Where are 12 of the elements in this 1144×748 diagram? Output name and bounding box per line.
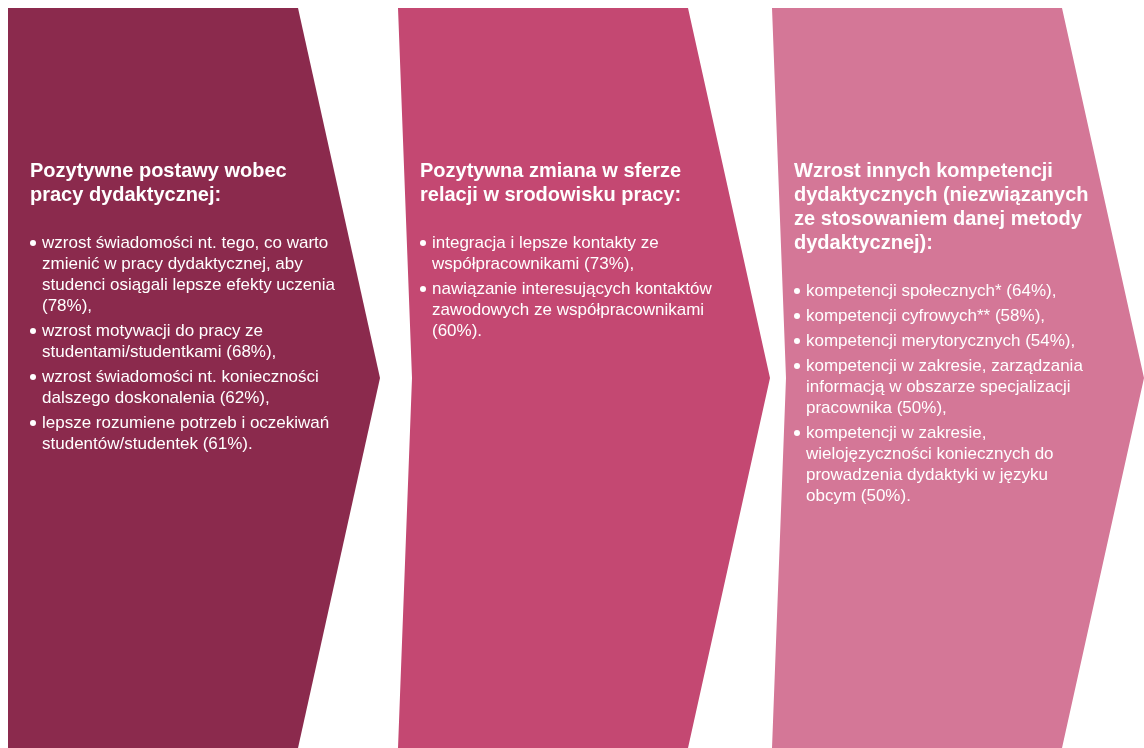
chevron-panel [772, 8, 1144, 748]
bullet-item: kompetencji cyfrowych** (58%), [806, 305, 1046, 326]
chevron-panel [398, 8, 770, 748]
panel-heading: Pozytywna zmiana w sferze relacji w srodowisku pracy: [420, 158, 683, 206]
bullet-item: nawiązanie interesujących kontaktów zawodowych ze współpracownikami (60%). [432, 278, 713, 341]
panel-heading: Wzrost innych kompetencji dydaktycznych (niezwiązanych ze stosowaniem danej metody dydaktycznej): [794, 158, 1090, 254]
bullet-item: kompetencji w zakresie, wielojęzyczności koniecznych do prowadzenia dydaktyki w języku obcym (50%). [806, 422, 1055, 506]
bullet-item: kompetencji merytorycznych (54%), [806, 330, 1076, 351]
panel-heading: Pozytywne postawy wobec pracy dydaktycznej: [30, 158, 288, 206]
chevron-panel [8, 8, 380, 748]
bullet-item: kompetencji społecznych* (64%), [806, 280, 1057, 301]
bullet-item: lepsze rozumiene potrzeb i oczekiwań studentów/studentek (61%). [42, 412, 331, 454]
